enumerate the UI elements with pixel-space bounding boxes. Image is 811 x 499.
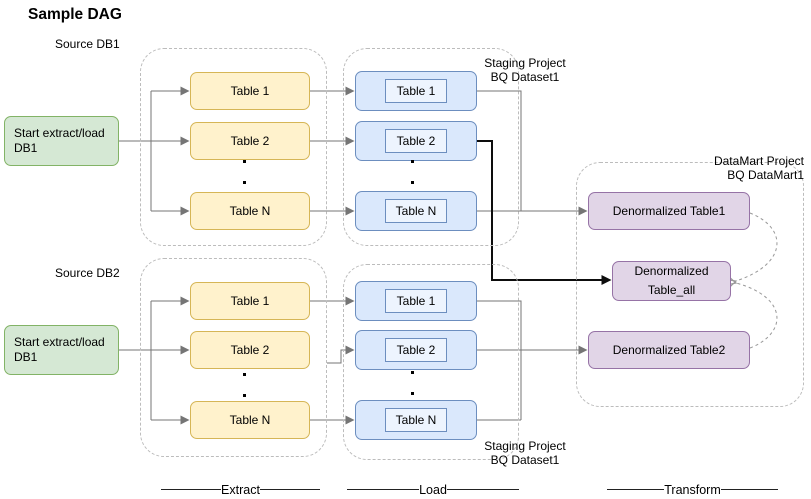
- extract-table-node: Table 2: [190, 331, 310, 369]
- extract-table-node: Table 1: [190, 282, 310, 320]
- datamart-label-line1: DataMart Project: [713, 154, 804, 168]
- staging-label-line2: BQ Dataset1: [490, 453, 560, 467]
- source-db1-label: Source DB1: [55, 37, 120, 51]
- phase-line: [161, 489, 222, 490]
- phase-extract: Extract: [161, 482, 320, 497]
- load-table-node: Table 2: [355, 121, 477, 161]
- load-group-db1: [343, 48, 519, 246]
- phase-label: Extract: [221, 482, 260, 497]
- phase-label: Transform: [664, 482, 721, 497]
- denormalized-table2-node: Denormalized Table2: [588, 331, 750, 369]
- phase-line: [347, 489, 420, 490]
- extract-table-node: Table 1: [190, 72, 310, 110]
- load-table-node: Table N: [355, 400, 477, 440]
- denormalized-table-all-node: Denormalized Table_all: [612, 261, 731, 301]
- ellipsis-dots: [243, 373, 246, 397]
- staging-label-top: Staging Project BQ Dataset1: [468, 56, 582, 84]
- diagram-title: Sample DAG: [28, 6, 122, 23]
- datamart-label-line2: BQ DataMart1: [727, 168, 804, 182]
- phase-line: [720, 489, 778, 490]
- phase-transform: Transform: [607, 482, 778, 497]
- datamart-group: [576, 162, 804, 407]
- source-db2-label: Source DB2: [55, 266, 120, 280]
- phase-line: [259, 489, 320, 490]
- table-chip: Table 2: [385, 338, 447, 362]
- table-chip: Table 1: [385, 289, 447, 313]
- table-chip: Table 2: [385, 129, 447, 153]
- table-chip: Table N: [385, 408, 447, 432]
- start-extract-node-db1: Start extract/load DB1: [4, 116, 119, 166]
- phase-line: [607, 489, 665, 490]
- phase-load: Load: [347, 482, 519, 497]
- load-table-node: Table 2: [355, 330, 477, 370]
- load-table-node: Table N: [355, 191, 477, 231]
- load-group-db2: [343, 264, 519, 460]
- datamart-label: DataMart Project BQ DataMart1: [686, 154, 804, 182]
- load-table-node: Table 1: [355, 71, 477, 111]
- ellipsis-dots: [411, 371, 414, 395]
- extract-group-db1: [140, 48, 327, 246]
- staging-label-line1: Staging Project: [484, 439, 566, 453]
- staging-label-bottom: Staging Project BQ Dataset1: [468, 439, 582, 467]
- denormalized-table1-node: Denormalized Table1: [588, 192, 750, 230]
- extract-group-db2: [140, 258, 327, 457]
- extract-table-node: Table 2: [190, 122, 310, 160]
- phase-label: Load: [419, 482, 447, 497]
- table-chip: Table 1: [385, 79, 447, 103]
- staging-label-line2: BQ Dataset1: [490, 70, 560, 84]
- table-chip: Table N: [385, 199, 447, 223]
- ellipsis-dots: [411, 160, 414, 184]
- start-extract-node-db2: Start extract/load DB1: [4, 325, 119, 375]
- extract-table-node: Table N: [190, 401, 310, 439]
- phase-line: [446, 489, 519, 490]
- ellipsis-dots: [243, 160, 246, 184]
- staging-label-line1: Staging Project: [484, 56, 566, 70]
- load-table-node: Table 1: [355, 281, 477, 321]
- extract-table-node: Table N: [190, 192, 310, 230]
